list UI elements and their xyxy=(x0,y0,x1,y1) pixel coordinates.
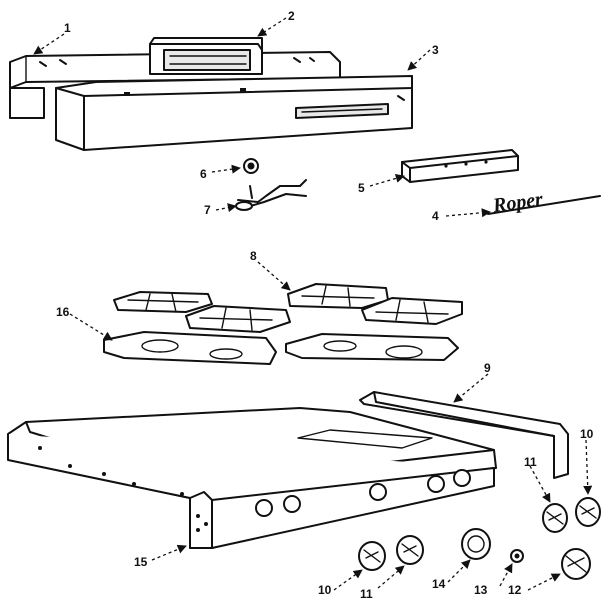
part-side-trim xyxy=(359,391,569,479)
label-part-15: 15 xyxy=(134,555,148,569)
knob-13 xyxy=(510,549,524,563)
knob-12 xyxy=(561,548,591,580)
label-part-1: 1 xyxy=(64,21,71,35)
part-knobs xyxy=(358,497,601,580)
label-part-5: 5 xyxy=(358,181,365,195)
label-part-11-left: 11 xyxy=(360,587,373,601)
label-part-4: 4 xyxy=(432,209,439,223)
part-valve-clip xyxy=(235,179,307,211)
label-part-8: 8 xyxy=(250,249,257,263)
label-part-7: 7 xyxy=(204,203,211,217)
part-burner-grates xyxy=(113,283,463,333)
label-part-14: 14 xyxy=(432,577,446,591)
part-small-nut xyxy=(243,158,259,174)
knob-11-left xyxy=(396,535,424,565)
leader-lines xyxy=(33,17,593,591)
label-part-2: 2 xyxy=(288,9,295,23)
label-part-10-left: 10 xyxy=(318,583,332,597)
knob-11-right xyxy=(542,503,568,533)
label-part-11-right: 11 xyxy=(524,455,537,469)
part-number-labels: 1 2 3 4 5 6 7 8 9 10 10 11 11 12 13 14 1… xyxy=(56,9,594,601)
part-bracket-bar xyxy=(401,149,519,183)
knob-10-right xyxy=(575,497,601,527)
part-drip-trays xyxy=(103,331,459,365)
part-logo-nameplate: Roper xyxy=(487,188,601,217)
part-cooktop xyxy=(7,407,497,549)
label-part-6: 6 xyxy=(200,167,207,181)
label-part-16: 16 xyxy=(56,305,70,319)
knob-14 xyxy=(461,528,491,560)
label-part-10-right: 10 xyxy=(580,427,594,441)
part-control-panel xyxy=(55,75,413,151)
label-part-13: 13 xyxy=(474,583,488,597)
label-part-12: 12 xyxy=(508,583,522,597)
label-part-3: 3 xyxy=(432,43,439,57)
part-clock-bracket xyxy=(149,37,263,75)
label-part-9: 9 xyxy=(484,361,491,375)
knob-10-left xyxy=(358,541,386,571)
